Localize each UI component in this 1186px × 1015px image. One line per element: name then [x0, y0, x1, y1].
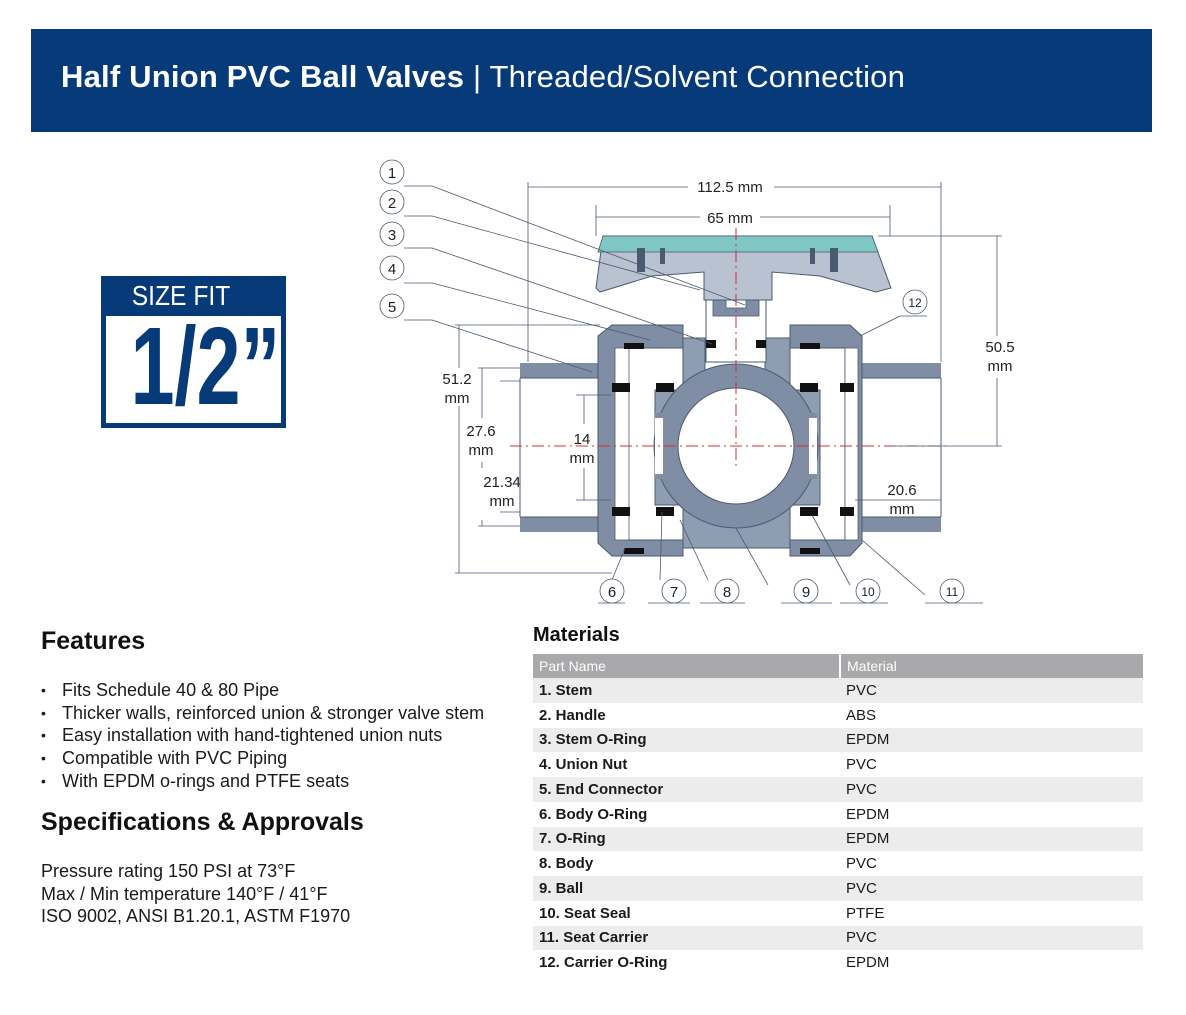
spec-line: Max / Min temperature 140°F / 41°F — [41, 883, 328, 904]
size-fit-value: 1/2” — [130, 305, 281, 428]
feature-item: With EPDM o-rings and PTFE seats — [41, 770, 484, 793]
callout-9: 9 — [802, 584, 810, 601]
page-title-product: Half Union PVC Ball Valves — [61, 59, 465, 94]
feature-item: Fits Schedule 40 & 80 Pipe — [41, 679, 484, 702]
material-cell: EPDM — [840, 727, 1143, 753]
part-name-cell: 11. Seat Carrier — [533, 925, 840, 951]
callout-12: 12 — [908, 296, 922, 310]
callout-4: 4 — [388, 261, 396, 278]
column-header-material: Material — [839, 654, 1143, 678]
part-name-cell: 2. Handle — [539, 706, 606, 724]
part-name-cell: 10. Seat Seal — [539, 904, 631, 922]
feature-item: Compatible with PVC Piping — [41, 747, 484, 770]
dim-overall-length: 112.5 mm — [697, 179, 763, 196]
material-cell: PVC — [840, 678, 1143, 703]
material-cell: EPDM — [846, 805, 890, 823]
table-row: 4. Union Nut PVC — [533, 752, 1143, 777]
dim-outer-value: 51.2 — [442, 371, 471, 388]
part-name-cell: 6. Body O-Ring — [539, 805, 648, 823]
callout-11: 11 — [946, 585, 959, 599]
materials-header-row: Part Name Material — [533, 654, 1143, 678]
end-connectors — [519, 363, 942, 532]
callout-3: 3 — [388, 227, 396, 244]
part-name-cell: 5. End Connector — [533, 777, 840, 802]
features-heading: Features — [41, 627, 146, 655]
dim-pipe-unit: mm — [490, 493, 515, 510]
dimension-lines — [455, 182, 1002, 574]
specs-list: Pressure rating 150 PSI at 73°F Max / Mi… — [41, 860, 350, 928]
material-cell: PVC — [840, 777, 1143, 802]
callout-6: 6 — [608, 584, 616, 601]
page-title: Half Union PVC Ball Valves | Threaded/So… — [61, 59, 905, 95]
dim-inner-unit: mm — [469, 442, 494, 459]
centerlines — [510, 228, 950, 470]
material-cell: EPDM — [840, 826, 1143, 852]
part-name-cell: 1. Stem — [533, 678, 840, 703]
material-cell: PVC — [840, 925, 1143, 951]
dim-height-unit: mm — [988, 358, 1013, 375]
callout-2: 2 — [388, 195, 396, 212]
dim-socket-value: 20.6 — [887, 482, 916, 499]
material-cell: PVC — [846, 855, 877, 873]
callout-leaders — [404, 185, 983, 604]
part-name-cell: 12. Carrier O-Ring — [539, 954, 668, 972]
union-nut-left — [597, 324, 684, 557]
callout-1: 1 — [388, 165, 396, 182]
table-row: 10. Seat Seal PTFE — [533, 901, 1143, 926]
table-row: 6. Body O-Ring EPDM — [533, 802, 1143, 827]
dim-bore-unit: mm — [570, 450, 595, 467]
handle — [595, 235, 892, 301]
dim-inner-value: 27.6 — [466, 423, 495, 440]
dim-socket-unit: mm — [890, 501, 915, 518]
dimension-labels: 112.5 mm 65 mm 50.5 mm 51.2 mm 27.6 mm 1… — [442, 179, 1014, 518]
callout-5: 5 — [388, 299, 396, 316]
table-row: 2. Handle ABS — [533, 703, 1143, 728]
table-row: 8. Body PVC — [533, 851, 1143, 876]
callout-8: 8 — [723, 584, 731, 601]
spec-line: Pressure rating 150 PSI at 73°F — [41, 861, 296, 881]
callout-10: 10 — [861, 585, 875, 599]
material-cell: PTFE — [846, 904, 885, 922]
material-cell: PVC — [840, 876, 1143, 901]
column-header-part-name: Part Name — [533, 654, 840, 678]
spec-line: ISO 9002, ANSI B1.20.1, ASTM F1970 — [41, 906, 351, 927]
specs-heading: Specifications & Approvals — [41, 808, 364, 836]
size-fit-badge: SIZE FIT 1/2” — [101, 276, 286, 428]
dim-height-value: 50.5 — [985, 339, 1014, 356]
size-fit-label: SIZE FIT — [131, 280, 231, 311]
dim-handle-width: 65 mm — [707, 210, 753, 227]
valve-cross-section-diagram: 1 2 3 4 5 12 6 7 8 9 10 11 112.5 mm 65 m… — [379, 159, 1015, 604]
dim-pipe-value: 21.34 — [483, 474, 521, 491]
material-cell: EPDM — [846, 954, 890, 972]
materials-heading: Materials — [533, 624, 620, 646]
part-name-cell: 3. Stem O-Ring — [533, 727, 840, 753]
part-name-cell: 7. O-Ring — [533, 826, 840, 852]
callout-circles — [379, 159, 965, 604]
feature-item: Thicker walls, reinforced union & strong… — [41, 702, 484, 725]
union-nut-right — [789, 324, 863, 557]
features-list: Fits Schedule 40 & 80 Pipe Thicker walls… — [41, 679, 484, 793]
table-row: 12. Carrier O-Ring EPDM — [533, 950, 1143, 975]
page-title-connection: | Threaded/Solvent Connection — [464, 59, 906, 94]
part-name-cell: 4. Union Nut — [539, 756, 628, 774]
part-name-cell: 9. Ball — [533, 876, 840, 901]
callout-numbers: 1 2 3 4 5 12 6 7 8 9 10 11 — [388, 165, 959, 601]
header-banner: Half Union PVC Ball Valves | Threaded/So… — [31, 29, 1152, 132]
part-name-cell: 8. Body — [539, 855, 594, 873]
material-cell: ABS — [846, 706, 877, 724]
feature-item: Easy installation with hand-tightened un… — [41, 724, 484, 747]
material-cell: PVC — [846, 756, 877, 774]
callout-7: 7 — [670, 584, 678, 601]
dim-bore-value: 14 — [574, 431, 591, 448]
dim-outer-unit: mm — [445, 390, 470, 407]
size-fit-value-box: 1/2” — [106, 308, 281, 426]
